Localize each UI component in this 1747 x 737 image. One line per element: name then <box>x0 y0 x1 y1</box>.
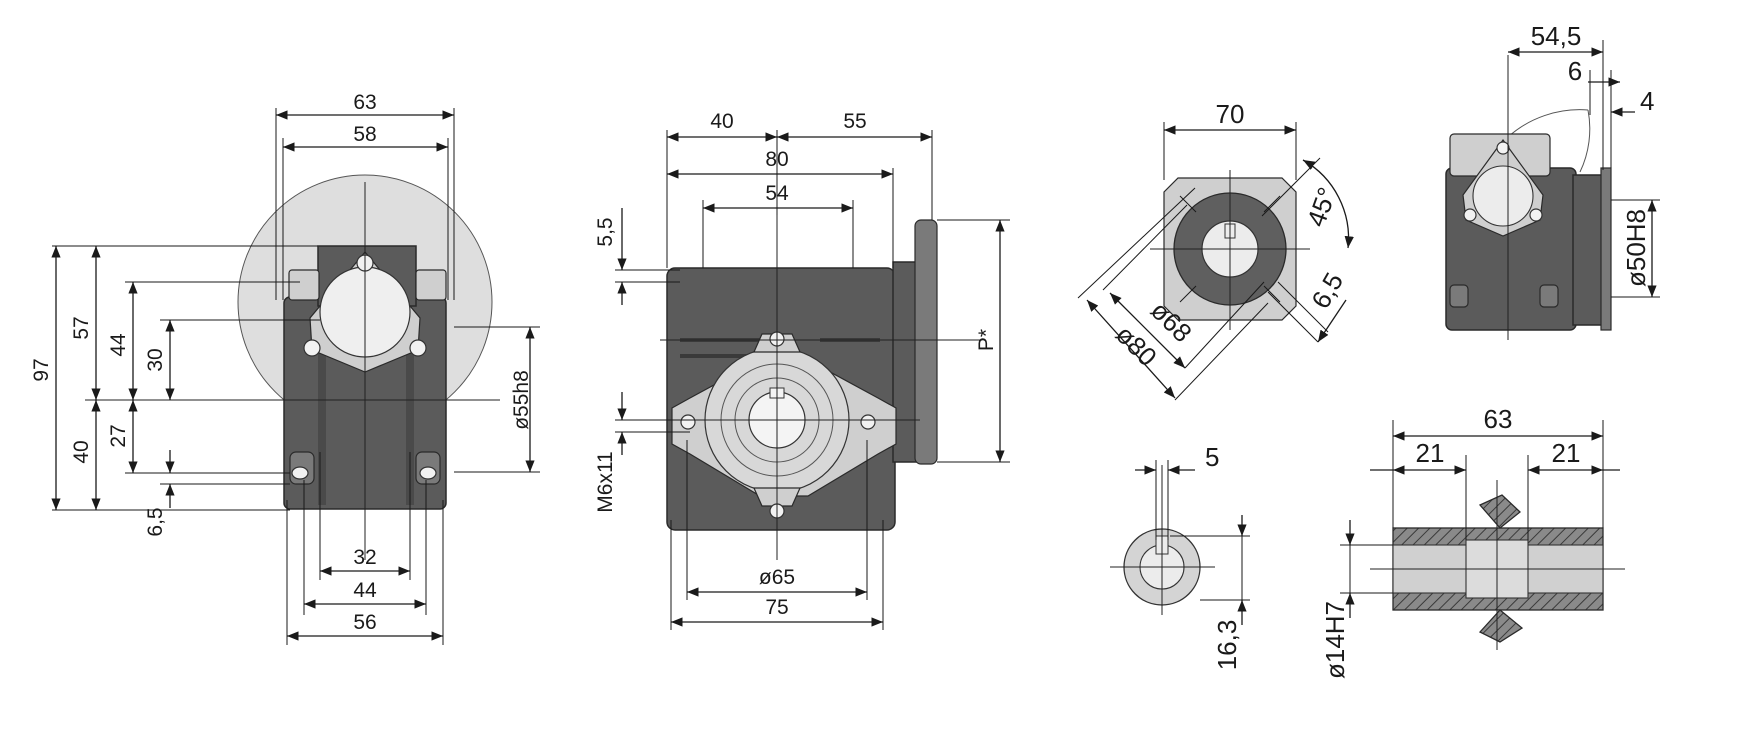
mount-hole-br <box>419 466 437 480</box>
dim-54-5: 54,5 <box>1531 21 1582 51</box>
section-gear-bottom <box>1478 609 1524 643</box>
dim-m6x11: M6x11 <box>594 451 617 512</box>
dim-97: 97 <box>30 358 53 381</box>
dim-d80: ø80 <box>1110 319 1163 372</box>
dim-30: 30 <box>144 348 167 371</box>
dim-56: 56 <box>353 611 376 634</box>
dim-d65: ø65 <box>759 566 795 589</box>
dim-40-side: 40 <box>710 110 733 133</box>
section-gear-top <box>1478 494 1521 529</box>
dim-d50h8: ø50H8 <box>1621 209 1651 287</box>
dim-5-shaft: 5 <box>1205 442 1219 472</box>
dim-57: 57 <box>70 316 93 339</box>
dim-pstar: P* <box>975 329 998 351</box>
dim-4-top: 4 <box>1640 86 1654 116</box>
body-rib-left <box>318 330 326 505</box>
view-front-left: 63 58 97 57 40 44 27 30 6,5 ø55h8 32 44 … <box>30 91 540 645</box>
dim-44: 44 <box>107 333 130 357</box>
dim-d55h8: ø55h8 <box>510 370 533 430</box>
dim-16-3: 16,3 <box>1212 620 1242 671</box>
dim-6-5-flange: 6,5 <box>1305 267 1349 313</box>
dim-32: 32 <box>353 546 376 569</box>
flange-hole-left <box>303 339 321 357</box>
dim-70: 70 <box>1216 99 1245 129</box>
dim-58: 58 <box>353 123 376 146</box>
view-section: 63 21 21 ø14H7 <box>1320 404 1625 679</box>
mount-hole-bl <box>291 466 309 480</box>
dim-55-side: 55 <box>843 110 866 133</box>
top-right-neck <box>1572 174 1604 326</box>
flange-hole-right <box>409 339 427 357</box>
dim-5-5: 5,5 <box>594 217 617 246</box>
output-flange <box>914 219 938 465</box>
dim-21-left: 21 <box>1416 438 1445 468</box>
view-side: 40 55 80 54 5,5 P* M6x11 ø65 75 <box>594 110 1010 630</box>
dim-44b: 44 <box>353 579 377 602</box>
view-flange: 70 45° 6,5 ø68 ø80 <box>1077 99 1354 401</box>
top-right-flange <box>1600 167 1612 331</box>
dim-80-side: 80 <box>765 148 788 171</box>
dim-63-section: 63 <box>1484 404 1513 434</box>
foot-top-right <box>415 269 447 301</box>
dim-d14h7: ø14H7 <box>1320 601 1350 679</box>
dim-75: 75 <box>765 596 788 619</box>
dim-45deg: 45° <box>1301 183 1343 230</box>
dim-6-top: 6 <box>1568 56 1582 86</box>
view-top-right: 54,5 6 4 ø50H8 <box>1445 21 1660 340</box>
view-shaft-end: 5 16,3 <box>1110 442 1250 670</box>
dim-27: 27 <box>107 424 130 447</box>
body-rib-right <box>406 330 414 505</box>
dim-6-5: 6,5 <box>144 507 167 536</box>
output-neck <box>892 261 918 463</box>
foot-top-left <box>288 269 320 301</box>
dim-63: 63 <box>353 91 376 114</box>
dim-54-side: 54 <box>765 182 789 205</box>
dim-40: 40 <box>70 440 93 463</box>
dim-21-right: 21 <box>1552 438 1581 468</box>
